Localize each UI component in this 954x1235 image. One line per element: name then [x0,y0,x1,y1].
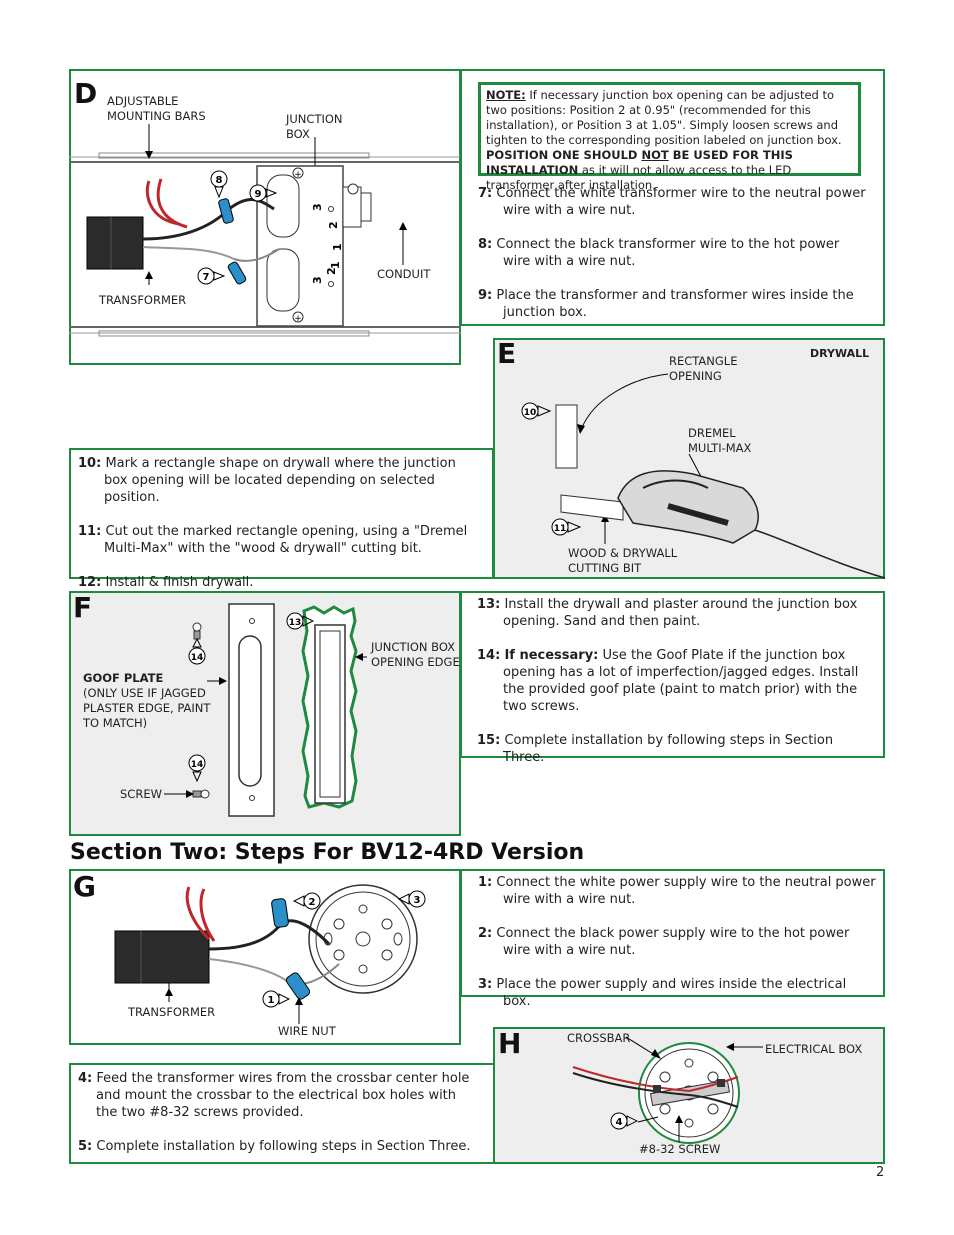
note-heading: NOTE: [486,88,526,102]
label-jb-edge: JUNCTION BOX OPENING EDGE [371,640,460,669]
steps-10-12: 10: Mark a rectangle shape on drywall wh… [78,455,478,608]
svg-text:8: 8 [216,175,223,186]
label-conduit: CONDUIT [377,267,431,281]
section-title: Section Two: Steps For BV12-4RD Version [70,840,585,865]
label-cutting-bit: WOOD & DRYWALL CUTTING BIT [568,546,678,575]
svg-text:+: + [294,314,302,324]
panel-f-letter: F [73,591,93,624]
panel-d-letter: D [74,77,98,110]
svg-text:11: 11 [554,524,567,534]
steps-13-15: 13: Install the drywall and plaster arou… [477,596,875,783]
svg-text:3: 3 [311,276,324,284]
goof-plate-diagram: 14 14 13 [164,603,367,817]
panel-e-steps [69,448,494,579]
step-2: 2: Connect the black power supply wire t… [478,926,850,958]
electrical-box-wiring-diagram: 2 3 1 [114,884,426,1024]
step-3: 3: Place the power supply and wires insi… [478,977,847,1009]
label-rectangle-opening: RECTANGLE OPENING [669,354,738,383]
panel-f-steps [460,591,885,758]
svg-text:10: 10 [524,408,537,418]
step-9: 9: Place the transformer and transformer… [478,288,854,320]
note-box: NOTE: If necessary junction box opening … [478,82,861,192]
step-8: 8: Connect the black transformer wire to… [478,237,840,269]
panel-e-letter: E [497,337,517,370]
label-transformer-d: TRANSFORMER [99,293,187,307]
panel-g-letter: G [73,870,96,903]
step-7: 7: Connect the white transformer wire to… [478,186,866,218]
svg-text:+: + [294,170,302,180]
svg-text:1: 1 [329,261,342,269]
step-10: 10: Mark a rectangle shape on drywall wh… [78,456,456,505]
step-15: 15: Complete installation by following s… [477,733,834,765]
label-crossbar: CROSSBAR [567,1031,631,1045]
svg-text:7: 7 [203,272,210,283]
label-junction-box: JUNCTION BOX [286,112,343,141]
step-13: 13: Install the drywall and plaster arou… [477,597,858,629]
label-screw-f: SCREW [120,787,162,801]
steps-7-9: 7: Connect the white transformer wire to… [478,185,868,338]
svg-text:1: 1 [331,243,344,251]
step-5: 5: Complete installation by following st… [78,1139,471,1154]
svg-text:13: 13 [289,618,302,628]
svg-text:2: 2 [327,221,340,229]
label-wire-nut: WIRE NUT [278,1024,336,1038]
step-12: 12: Install & finish drywall. [78,575,254,590]
panel-d-steps [460,69,885,326]
svg-text:2: 2 [309,897,316,908]
step-11: 11: Cut out the marked rectangle opening… [78,524,468,556]
svg-text:14: 14 [191,653,204,663]
panel-g-steps [460,869,885,997]
panel-h-letter: H [498,1027,522,1060]
label-transformer-g: TRANSFORMER [128,1005,216,1019]
svg-text:3: 3 [414,895,421,906]
steps-1-3: 1: Connect the white power supply wire t… [478,874,876,1027]
label-electrical-box: ELECTRICAL BOX [765,1042,863,1056]
svg-text:4: 4 [616,1117,623,1128]
label-832-screw: #8-32 SCREW [639,1142,721,1156]
step-4: 4: Feed the transformer wires from the c… [78,1071,470,1120]
label-goof-plate: GOOF PLATE (ONLY USE IF JAGGED PLASTER E… [83,671,211,730]
svg-text:2: 2 [325,267,338,275]
junction-box-diagram: + + 3 2 1 3 2 1 8 9 7 [69,124,461,337]
step-1: 1: Connect the white power supply wire t… [478,875,876,907]
label-drywall: DRYWALL [810,347,870,360]
svg-text:3: 3 [311,203,324,211]
crossbar-diagram: 4 [572,1036,763,1144]
label-mounting-bars: ADJUSTABLE MOUNTING BARS [107,94,206,123]
dremel-diagram: 10 11 [521,373,886,579]
page-number: 2 [876,1165,885,1180]
step-14: 14: If necessary: Use the Goof Plate if … [477,648,859,714]
steps-4-5: 4: Feed the transformer wires from the c… [78,1070,478,1172]
svg-text:1: 1 [268,995,275,1006]
svg-text:9: 9 [255,189,262,200]
svg-text:14: 14 [191,760,204,770]
label-dremel: DREMEL MULTI-MAX [688,426,752,455]
